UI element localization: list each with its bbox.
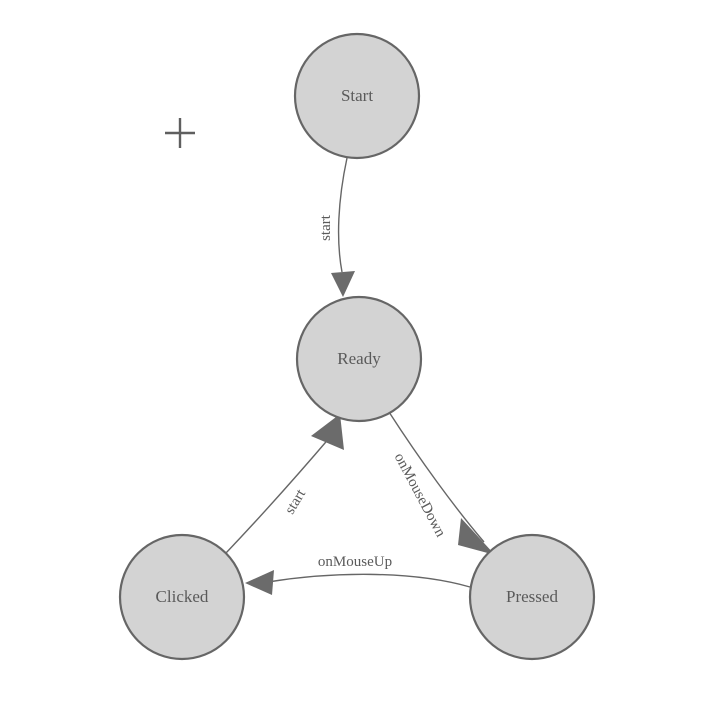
state-circle[interactable]	[468, 533, 596, 661]
arrow-head-icon	[245, 570, 274, 595]
state-node-pressed[interactable]: Pressed	[468, 533, 596, 661]
state-label: Clicked	[156, 587, 209, 606]
edge-label-clicked-to-ready: start	[282, 486, 309, 517]
state-node-clicked[interactable]: Clicked	[118, 533, 246, 661]
edge-start-to-ready[interactable]: start	[318, 157, 355, 297]
state-circle[interactable]	[293, 32, 421, 160]
edge-line	[267, 573, 471, 588]
state-label: Start	[341, 86, 373, 105]
state-circle[interactable]	[295, 295, 423, 423]
state-node-ready[interactable]: Ready	[295, 295, 423, 423]
arrow-head-icon	[311, 414, 344, 450]
arrow-head-icon	[331, 271, 355, 297]
crosshair-icon[interactable]	[165, 118, 195, 148]
state-label: Ready	[337, 349, 381, 368]
arrow-head-icon-fill	[458, 518, 495, 555]
edge-line	[388, 411, 485, 543]
edge-pressed-to-clicked[interactable]: onMouseUp	[245, 554, 471, 595]
edge-line	[225, 435, 332, 554]
edge-label-start-to-ready: start	[318, 214, 334, 241]
edge-label-pressed-to-clicked: onMouseUp	[318, 554, 392, 570]
state-circle[interactable]	[118, 533, 246, 661]
edge-label-ready-to-pressed: onMouseDown	[391, 451, 449, 541]
state-node-start[interactable]: Start	[293, 32, 421, 160]
edge-line	[337, 157, 348, 273]
edge-clicked-to-ready[interactable]: start	[225, 414, 344, 554]
edge-ready-to-pressed[interactable]: onMouseDown	[388, 411, 495, 555]
state-label: Pressed	[506, 587, 558, 606]
